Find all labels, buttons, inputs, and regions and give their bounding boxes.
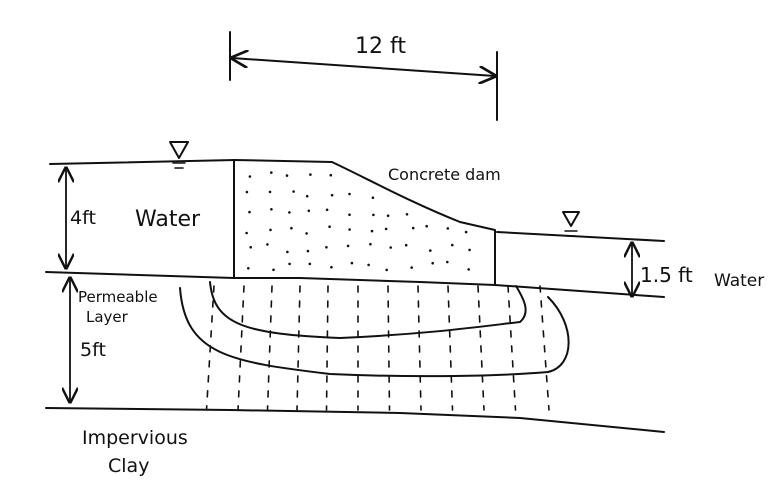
stipple-dot xyxy=(308,262,312,266)
stipple-dot xyxy=(385,268,389,272)
stipple-dot xyxy=(348,228,351,231)
stipple-dot xyxy=(404,243,408,247)
equipotential-line xyxy=(417,285,422,411)
stipple-dot xyxy=(348,192,351,196)
stipple-dot xyxy=(446,260,449,264)
stipple-dot xyxy=(431,261,435,265)
stipple-dot xyxy=(245,231,248,235)
stipple-dot xyxy=(272,268,275,272)
equipotential-lines xyxy=(205,285,550,411)
equipotential-line xyxy=(387,285,391,411)
stipple-dot xyxy=(411,226,415,230)
stipple-dot xyxy=(348,213,351,216)
stipple-dot xyxy=(367,263,370,267)
stipple-dot xyxy=(266,243,269,246)
concrete-dam: Concrete dam xyxy=(233,159,501,286)
downstream-water: 1.5 ft Water xyxy=(496,211,764,296)
permeable-label-line1: Permeable xyxy=(78,288,158,306)
downstream-water-label: Water xyxy=(714,271,764,291)
equipotential-line xyxy=(266,285,273,411)
equipotential-line xyxy=(477,285,485,411)
downstream-depth-label: 1.5 ft xyxy=(640,263,693,287)
equipotential-line xyxy=(447,285,454,411)
stipple-dot xyxy=(249,246,252,249)
stipple-dot xyxy=(369,242,372,246)
equipotential-line xyxy=(237,285,245,411)
stipple-dot xyxy=(330,265,333,269)
stipple-dot xyxy=(290,226,293,230)
impervious-boundary xyxy=(45,407,665,433)
stipple-dot xyxy=(285,174,289,177)
stipple-dot xyxy=(346,244,350,248)
stipple-dot xyxy=(288,262,291,266)
stipple-dot xyxy=(389,246,393,249)
equipotential-line xyxy=(539,285,550,411)
stipple-dot xyxy=(305,232,308,235)
stipple-dot xyxy=(405,213,409,216)
stipple-dot xyxy=(464,230,468,234)
stipple-dot xyxy=(386,214,390,217)
stipple-dot xyxy=(325,246,328,249)
stipple-dot xyxy=(451,243,454,247)
equipotential-line xyxy=(325,285,329,411)
equipotential-line xyxy=(296,285,301,411)
stipple-dot xyxy=(328,225,331,228)
stipple-dot xyxy=(288,211,291,214)
permeable-layer-dimension: Permeable Layer 5ft xyxy=(70,278,158,402)
flow-line-outer xyxy=(179,287,570,378)
stipple-dot xyxy=(270,208,273,211)
downstream-water-level-icon xyxy=(562,211,580,237)
stipple-dot xyxy=(429,249,432,252)
stipple-dot xyxy=(446,227,450,230)
permeable-depth-label: 5ft xyxy=(80,339,106,361)
stipple-dot xyxy=(425,224,429,228)
stipple-dot xyxy=(350,261,354,265)
width-dimension: 12 ft xyxy=(229,31,498,121)
stipple-dot xyxy=(270,171,273,174)
width-dimension-label: 12 ft xyxy=(355,34,406,59)
stipple-dot xyxy=(370,229,374,233)
stipple-dot xyxy=(330,193,334,197)
permeable-label-line2: Layer xyxy=(86,308,129,326)
concrete-dam-label: Concrete dam xyxy=(388,165,501,184)
stipple-dot xyxy=(372,213,375,217)
stipple-dot xyxy=(245,190,249,194)
stipple-dot xyxy=(286,250,289,254)
flow-lines xyxy=(179,281,570,378)
stipple-dot xyxy=(306,249,310,253)
permeable-layer-top xyxy=(45,271,665,298)
stipple-dot xyxy=(269,228,272,232)
stipple-dot xyxy=(248,175,252,178)
upstream-depth-label: 4ft xyxy=(70,207,96,229)
upstream-water-label: Water xyxy=(135,207,201,232)
stipple-dot xyxy=(384,227,388,231)
stipple-dot xyxy=(309,173,312,176)
stipple-dot xyxy=(325,208,329,212)
stipple-dot xyxy=(410,266,414,269)
impervious-label-line2: Clay xyxy=(108,455,149,477)
dam-concrete-stipple xyxy=(245,171,471,272)
upstream-water: 4ft Water xyxy=(49,141,236,268)
stipple-dot xyxy=(247,267,250,270)
stipple-dot xyxy=(307,209,311,213)
stipple-dot xyxy=(371,196,375,199)
stipple-dot xyxy=(305,194,309,198)
stipple-dot xyxy=(468,248,471,252)
stipple-dot xyxy=(329,173,333,177)
flow-line-inner xyxy=(209,281,527,339)
stipple-dot xyxy=(292,190,295,193)
equipotential-line xyxy=(507,285,517,411)
stipple-dot xyxy=(248,210,251,214)
stipple-dot xyxy=(268,190,272,194)
impervious-label-line1: Impervious xyxy=(82,427,188,449)
equipotential-line xyxy=(205,285,215,411)
upstream-water-level-icon xyxy=(169,141,189,169)
stipple-dot xyxy=(467,268,471,271)
